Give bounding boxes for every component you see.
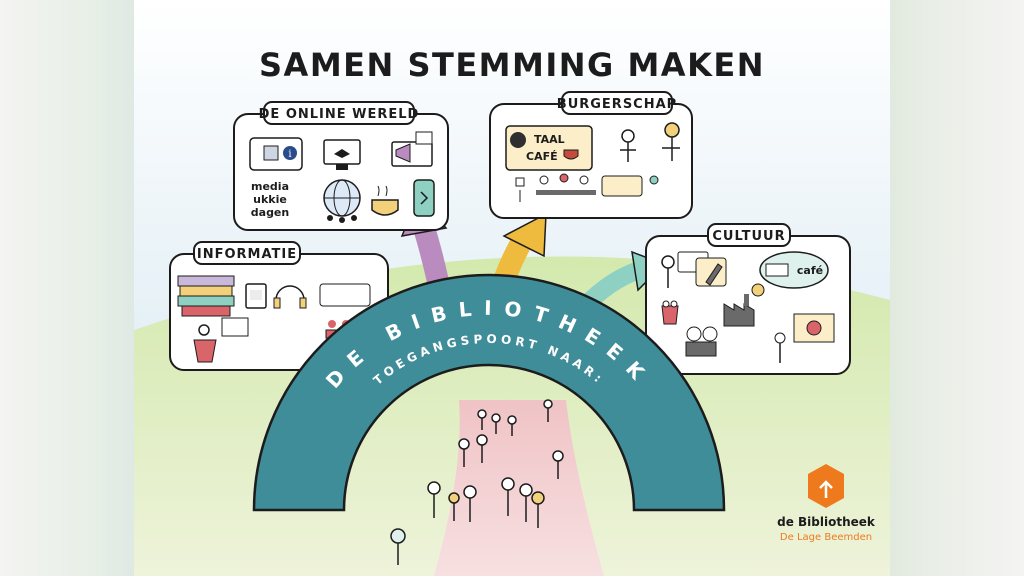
path bbox=[434, 400, 604, 576]
film-camera-icon bbox=[685, 326, 718, 357]
tablet-icon: i bbox=[249, 137, 303, 171]
taal-cafe-sign: TAAL CAFÉ bbox=[505, 125, 593, 171]
blurred-left-margin bbox=[0, 0, 134, 576]
coffee-cup-icon bbox=[371, 185, 399, 216]
cafe-sign-label: café bbox=[797, 264, 823, 277]
library-logo: de Bibliotheek De Lage Beemden bbox=[777, 464, 876, 543]
computer-icon bbox=[323, 139, 361, 170]
meeting-table-icon bbox=[515, 173, 659, 202]
library-arch: DE BIBLIOTHEEK TOEGANGSPOORT NAAR: bbox=[252, 273, 726, 512]
label-burgerschap: BURGERSCHAP bbox=[557, 97, 677, 112]
panel-online-wereld: DE ONLINE WERELD i m bbox=[233, 101, 449, 231]
lectern-speaker-icon bbox=[193, 317, 249, 363]
label-cultuur: CULTUUR bbox=[712, 229, 785, 244]
blurred-right-margin bbox=[890, 0, 1024, 576]
cafe-label: CAFÉ bbox=[526, 150, 558, 163]
panel-cultuur: CULTUUR café bbox=[645, 223, 851, 375]
logo-name: de Bibliotheek bbox=[777, 515, 876, 529]
people-crowd bbox=[390, 399, 564, 565]
fountain-pen-icon bbox=[695, 257, 727, 287]
popcorn-icon bbox=[661, 300, 679, 325]
logo-subtitle: De Lage Beemden bbox=[780, 532, 872, 543]
label-informatie: INFORMATIE bbox=[197, 247, 297, 262]
presentation-board-icon bbox=[774, 313, 835, 363]
factory-icon bbox=[723, 294, 755, 327]
phone-icon bbox=[413, 179, 435, 217]
illustration: SAMEN STEMMING MAKEN DE bbox=[134, 0, 890, 576]
cafe-book-sign: café bbox=[759, 251, 829, 289]
light-bulb-icon bbox=[751, 283, 765, 297]
screen-icon bbox=[245, 283, 267, 309]
label-online-wereld: DE ONLINE WERELD bbox=[259, 107, 420, 122]
taal-label: TAAL bbox=[534, 133, 565, 146]
page-title: SAMEN STEMMING MAKEN bbox=[259, 46, 765, 84]
globe-icon bbox=[323, 179, 361, 223]
media-ukkie-line-2: ukkie bbox=[253, 193, 287, 206]
media-ukkie-line-3: dagen bbox=[251, 206, 289, 219]
people-handshake-icon bbox=[620, 122, 680, 162]
svg-text:i: i bbox=[288, 149, 291, 160]
panel-burgerschap: BURGERSCHAP TAAL CAFÉ bbox=[489, 91, 693, 219]
media-ukkie-line-1: media bbox=[251, 180, 289, 193]
headphones-book-icon bbox=[273, 285, 307, 309]
books-icon bbox=[177, 275, 235, 317]
illustration-canvas: SAMEN STEMMING MAKEN DE bbox=[134, 0, 890, 576]
megaphone-laptop-icon bbox=[391, 131, 433, 167]
